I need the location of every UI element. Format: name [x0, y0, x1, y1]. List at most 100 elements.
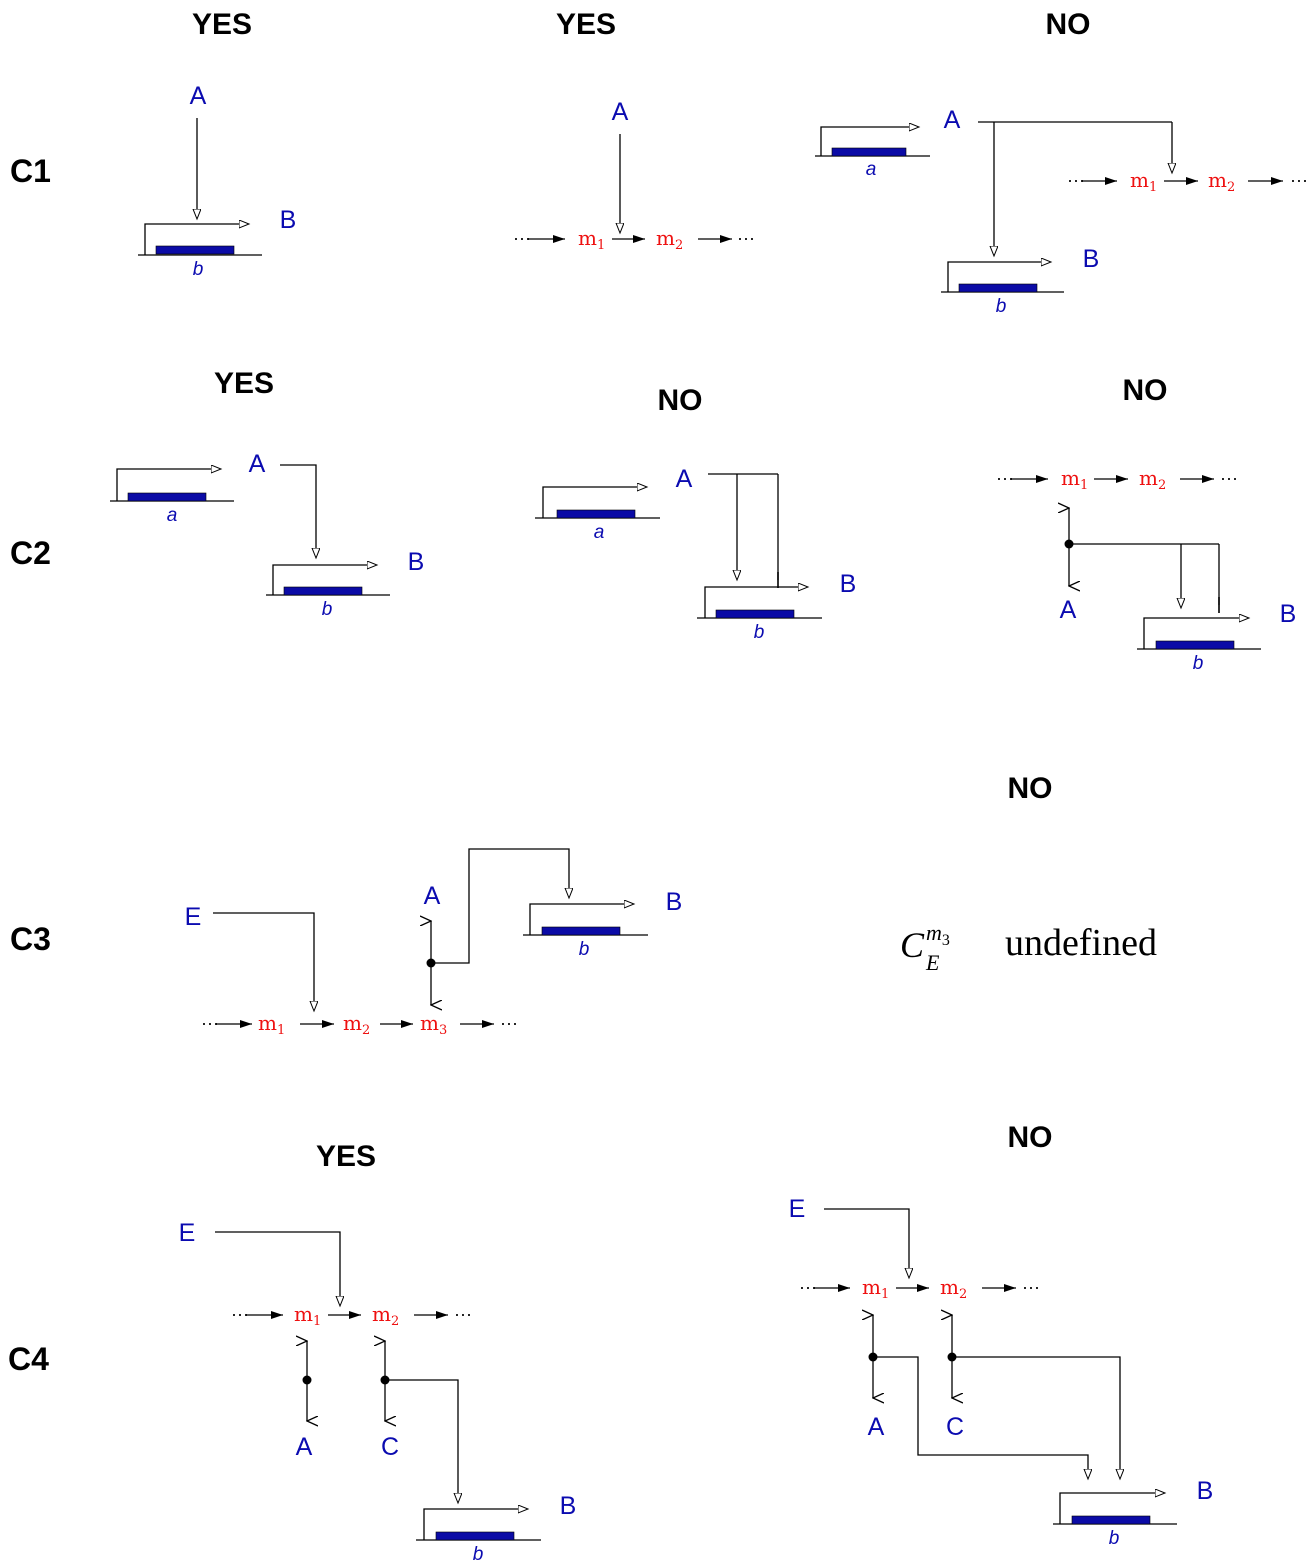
node-e: E: [179, 1219, 196, 1247]
panel-c2-right: ··· m1 m2 ··· A b B: [996, 466, 1296, 674]
metabolite-m1: m1: [862, 1275, 889, 1302]
gene-b: b: [941, 262, 1064, 317]
node-a: A: [190, 82, 207, 110]
gene-label-a: a: [594, 522, 605, 543]
node-b: B: [1197, 1477, 1214, 1505]
metabolite-m2: m2: [343, 1011, 370, 1038]
panel-c2-left: a A b B: [110, 450, 424, 620]
node-b: B: [666, 888, 683, 916]
gene-b: b: [416, 1509, 541, 1564]
ellipsis-left: ···: [231, 1304, 249, 1324]
ellipsis-right: ···: [1022, 1277, 1040, 1297]
gene-label-a: a: [866, 159, 877, 180]
undefined-expression: C E m3: [900, 920, 950, 975]
gene-b: b: [1053, 1493, 1177, 1549]
metabolite-m2: m2: [656, 226, 683, 253]
node-b: B: [840, 570, 857, 598]
ellipsis-right: ···: [500, 1013, 518, 1033]
metabolite-m1: m1: [1130, 168, 1157, 195]
gene-label-b: b: [473, 1544, 484, 1564]
ellipsis-right: ···: [737, 228, 755, 248]
node-e: E: [789, 1195, 806, 1223]
node-b: B: [560, 1492, 577, 1520]
verdict-c1-right: NO: [1046, 8, 1091, 41]
metabolite-m3: m3: [420, 1011, 447, 1038]
verdict-c2-right: NO: [1123, 374, 1168, 407]
node-e: E: [185, 903, 202, 931]
ellipsis-right: ···: [454, 1304, 472, 1324]
undefined-text: undefined: [1005, 922, 1157, 964]
metabolite-m2: m2: [1139, 466, 1166, 493]
ellipsis-left: ···: [201, 1013, 219, 1033]
node-a: A: [612, 98, 629, 126]
gene-label-b: b: [754, 622, 765, 643]
verdict-c1-left: YES: [192, 8, 252, 41]
panel-c4-right: E ··· m1 m2 ··· A C b B: [789, 1195, 1214, 1549]
ellipsis-right: ···: [1220, 468, 1238, 488]
metabolite-m1: m1: [1061, 466, 1088, 493]
gene-label-b: b: [996, 296, 1007, 317]
gene-label-b: b: [579, 939, 590, 960]
gene-a: a: [110, 469, 234, 526]
arrow-a-to-b: [280, 464, 316, 557]
verdict-c3-right: NO: [1008, 772, 1053, 805]
gene-label-b: b: [193, 259, 204, 280]
row-label-c2: C2: [10, 535, 51, 571]
metabolite-m1: m1: [578, 226, 605, 253]
gene-b: b: [266, 565, 390, 620]
node-a: A: [944, 106, 961, 134]
node-b: B: [1083, 245, 1100, 273]
metabolite-m1: m1: [294, 1302, 321, 1329]
node-a: A: [868, 1413, 885, 1441]
node-a: A: [1060, 596, 1077, 624]
gene-label-b: b: [1193, 653, 1204, 674]
node-c: C: [381, 1433, 399, 1461]
node-a: A: [676, 465, 693, 493]
node-a: A: [424, 882, 441, 910]
metabolite-m2: m2: [940, 1275, 967, 1302]
panel-c1-middle: A ··· m1 m2 ···: [513, 98, 755, 253]
arrow-e-to-pathway: [824, 1208, 909, 1277]
gene-b: b: [1137, 618, 1261, 674]
row-label-c1: C1: [10, 153, 51, 189]
arrow-e-to-pathway: [215, 1231, 340, 1305]
panel-c2-middle: a A b B: [535, 465, 856, 643]
arrow-complex-c-to-b: [952, 1356, 1120, 1478]
gene-b: b: [523, 904, 648, 960]
gene-label-b: b: [1109, 1528, 1120, 1549]
gene-b: b: [138, 224, 262, 280]
arrow-complex-a-to-b: [873, 1356, 1088, 1478]
arrow-complex-to-b: [431, 848, 569, 964]
verdict-c4-right: NO: [1008, 1121, 1053, 1154]
node-c: C: [946, 1413, 964, 1441]
panel-c3-right: C E m3 undefined: [900, 920, 1157, 975]
ellipsis-left: ···: [799, 1277, 817, 1297]
panel-c1-left: A b B: [138, 82, 296, 280]
metabolite-m2: m2: [1208, 168, 1235, 195]
node-a: A: [249, 450, 266, 478]
node-b: B: [408, 548, 425, 576]
complex-dot: [302, 1375, 312, 1385]
arrow-e-to-pathway: [213, 912, 314, 1010]
metabolite-m2: m2: [372, 1302, 399, 1329]
panel-c4-left: E ··· m1 m2 ··· A C b B: [179, 1219, 577, 1564]
panel-c1-right: a A ··· m1 m2 ··· b B: [815, 106, 1308, 317]
gene-label-b: b: [322, 599, 333, 620]
ellipsis-left: ···: [1067, 170, 1085, 190]
verdict-c2-left: YES: [214, 367, 274, 400]
panel-c3-left: E ··· m1 m2 m3 ··· A b B: [185, 848, 683, 1038]
row-label-c4: C4: [8, 1341, 49, 1377]
gene-label-a: a: [167, 505, 178, 526]
gene-b: b: [697, 587, 822, 643]
gene-a: a: [815, 127, 930, 180]
verdict-c4-left: YES: [316, 1140, 376, 1173]
metabolite-m1: m1: [258, 1011, 285, 1038]
gene-a: a: [535, 487, 660, 543]
node-b: B: [1280, 600, 1297, 628]
arrow-complex-to-b: [385, 1379, 458, 1502]
node-b: B: [280, 206, 297, 234]
ellipsis-right: ···: [1290, 170, 1308, 190]
node-a: A: [296, 1433, 313, 1461]
row-label-c3: C3: [10, 921, 51, 957]
